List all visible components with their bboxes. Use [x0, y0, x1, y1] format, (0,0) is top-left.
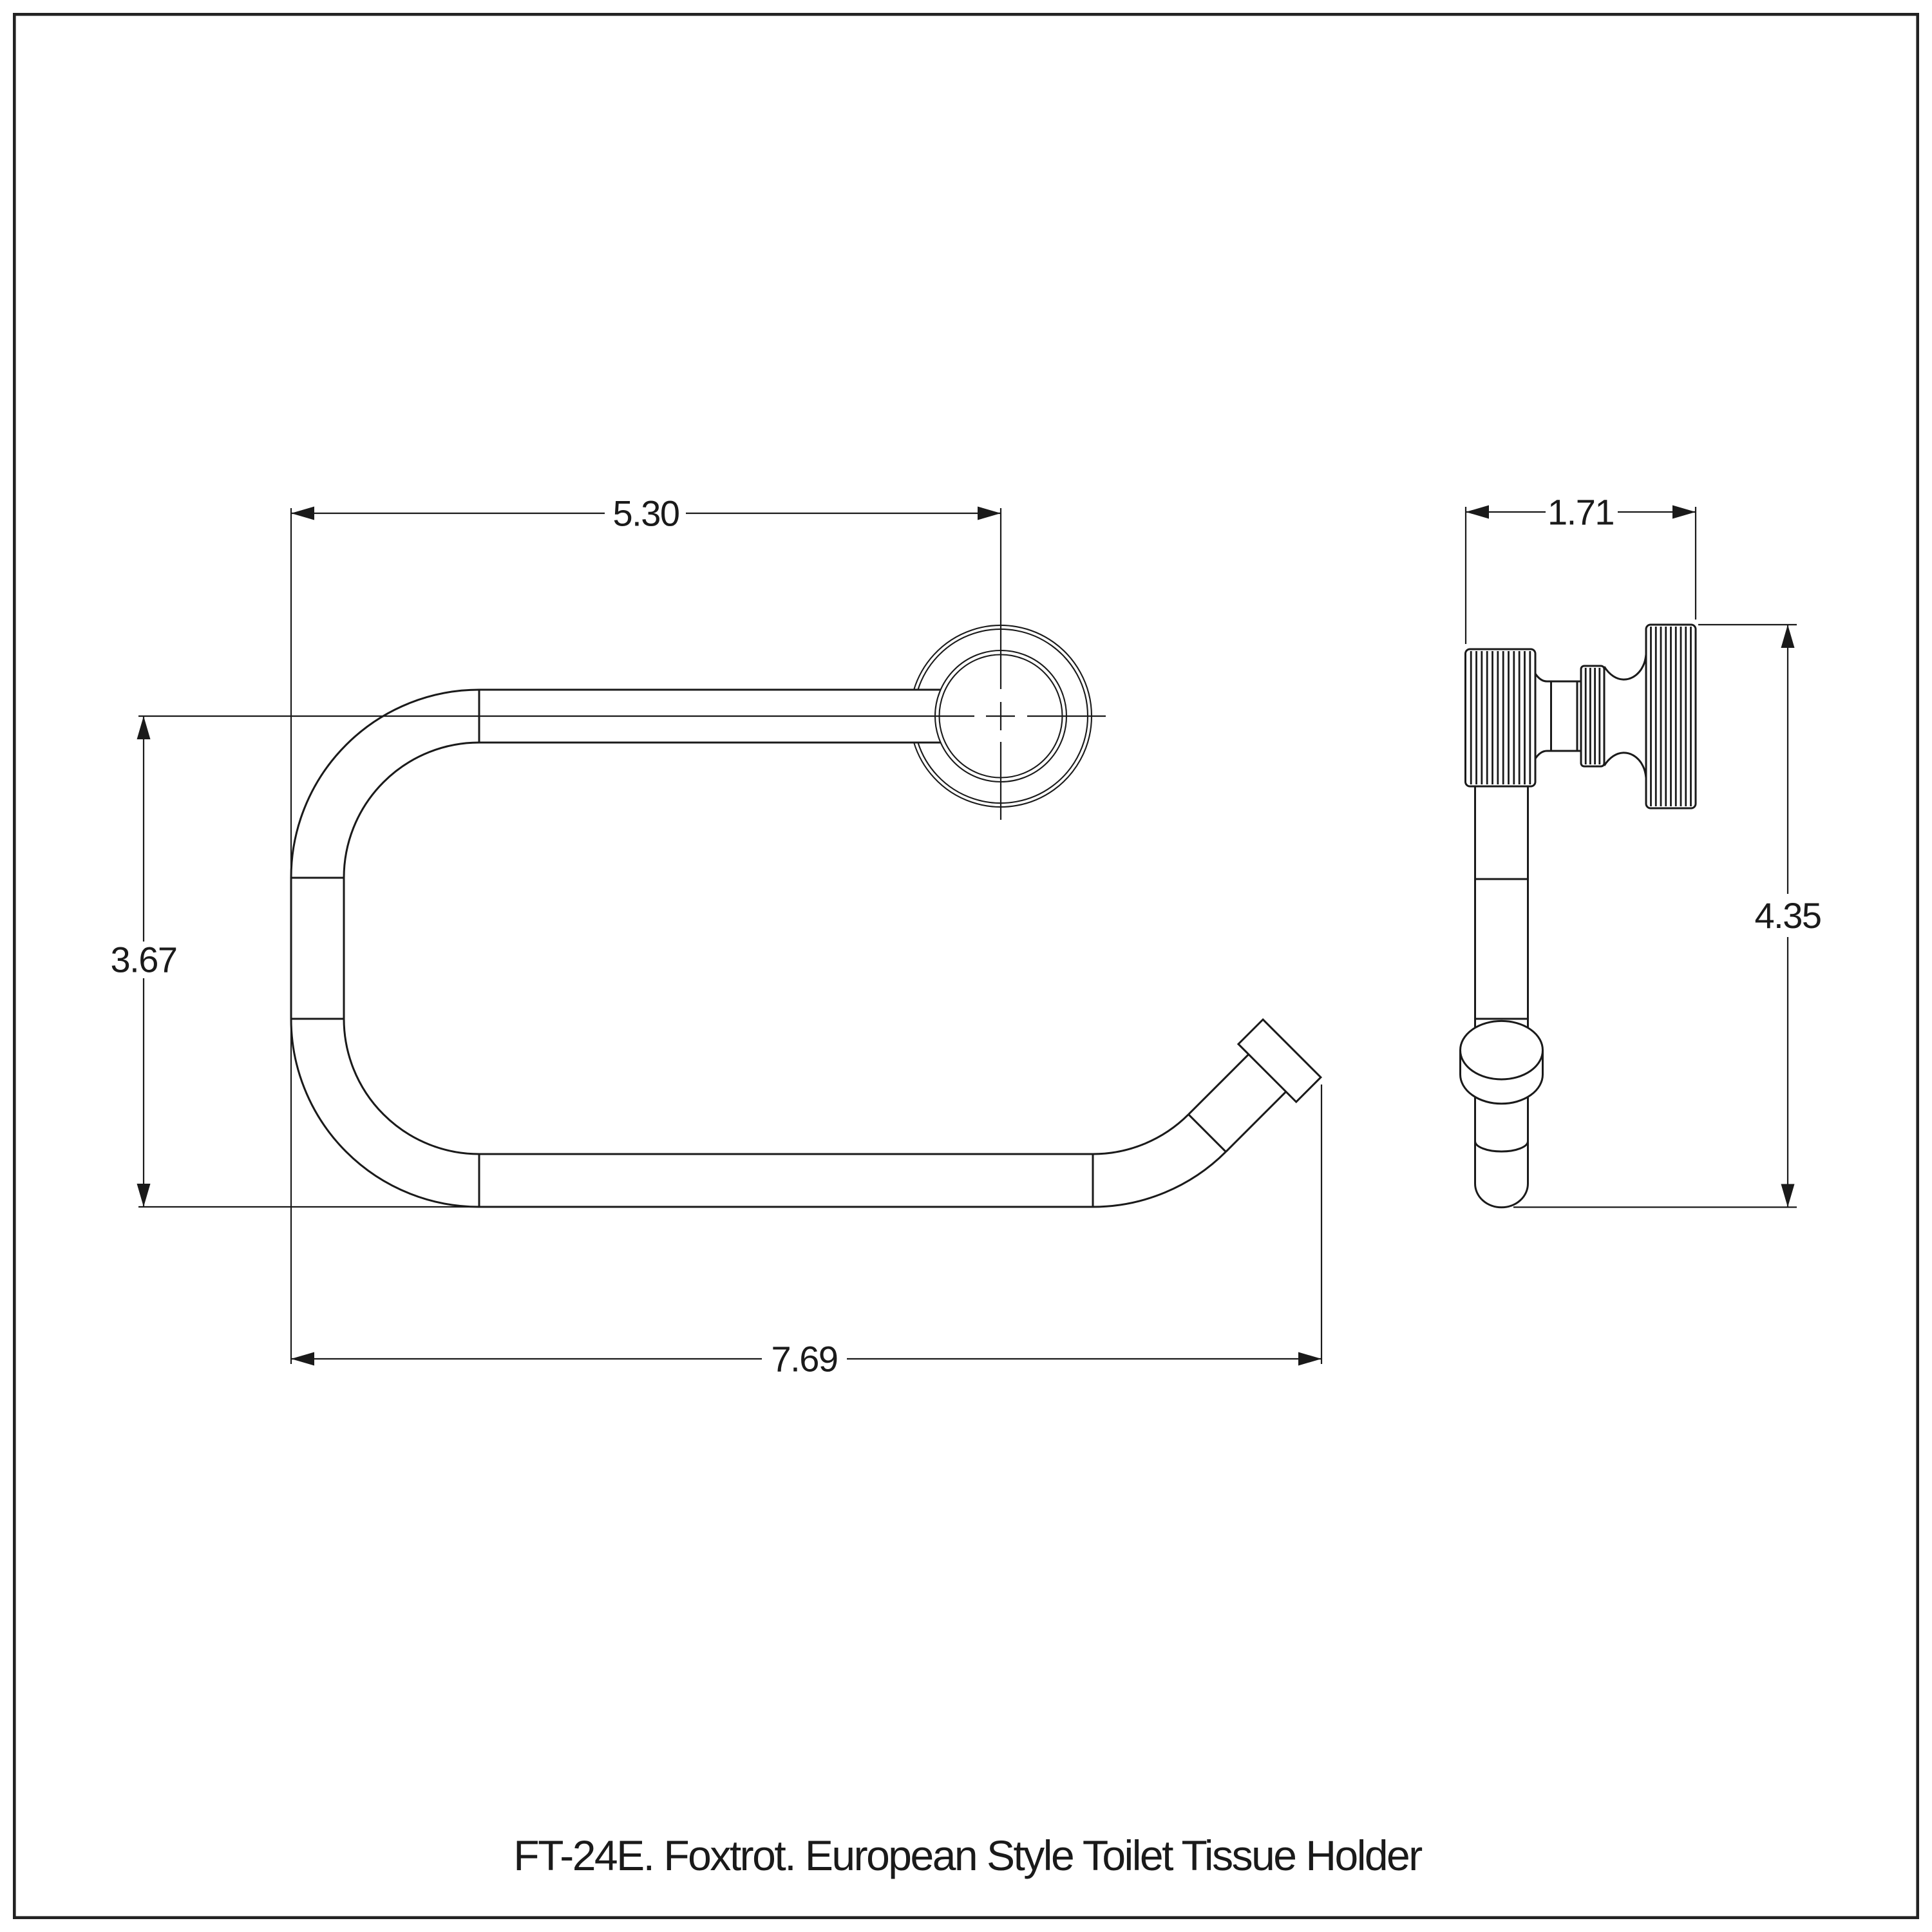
svg-text:1.71: 1.71	[1548, 491, 1614, 532]
svg-text:3.67: 3.67	[111, 939, 177, 980]
svg-text:7.69: 7.69	[772, 1338, 838, 1379]
svg-text:4.35: 4.35	[1755, 895, 1821, 936]
svg-text:5.30: 5.30	[613, 493, 679, 533]
svg-text:FT-24E. Foxtrot. European Styl: FT-24E. Foxtrot. European Style Toilet T…	[513, 1832, 1422, 1879]
